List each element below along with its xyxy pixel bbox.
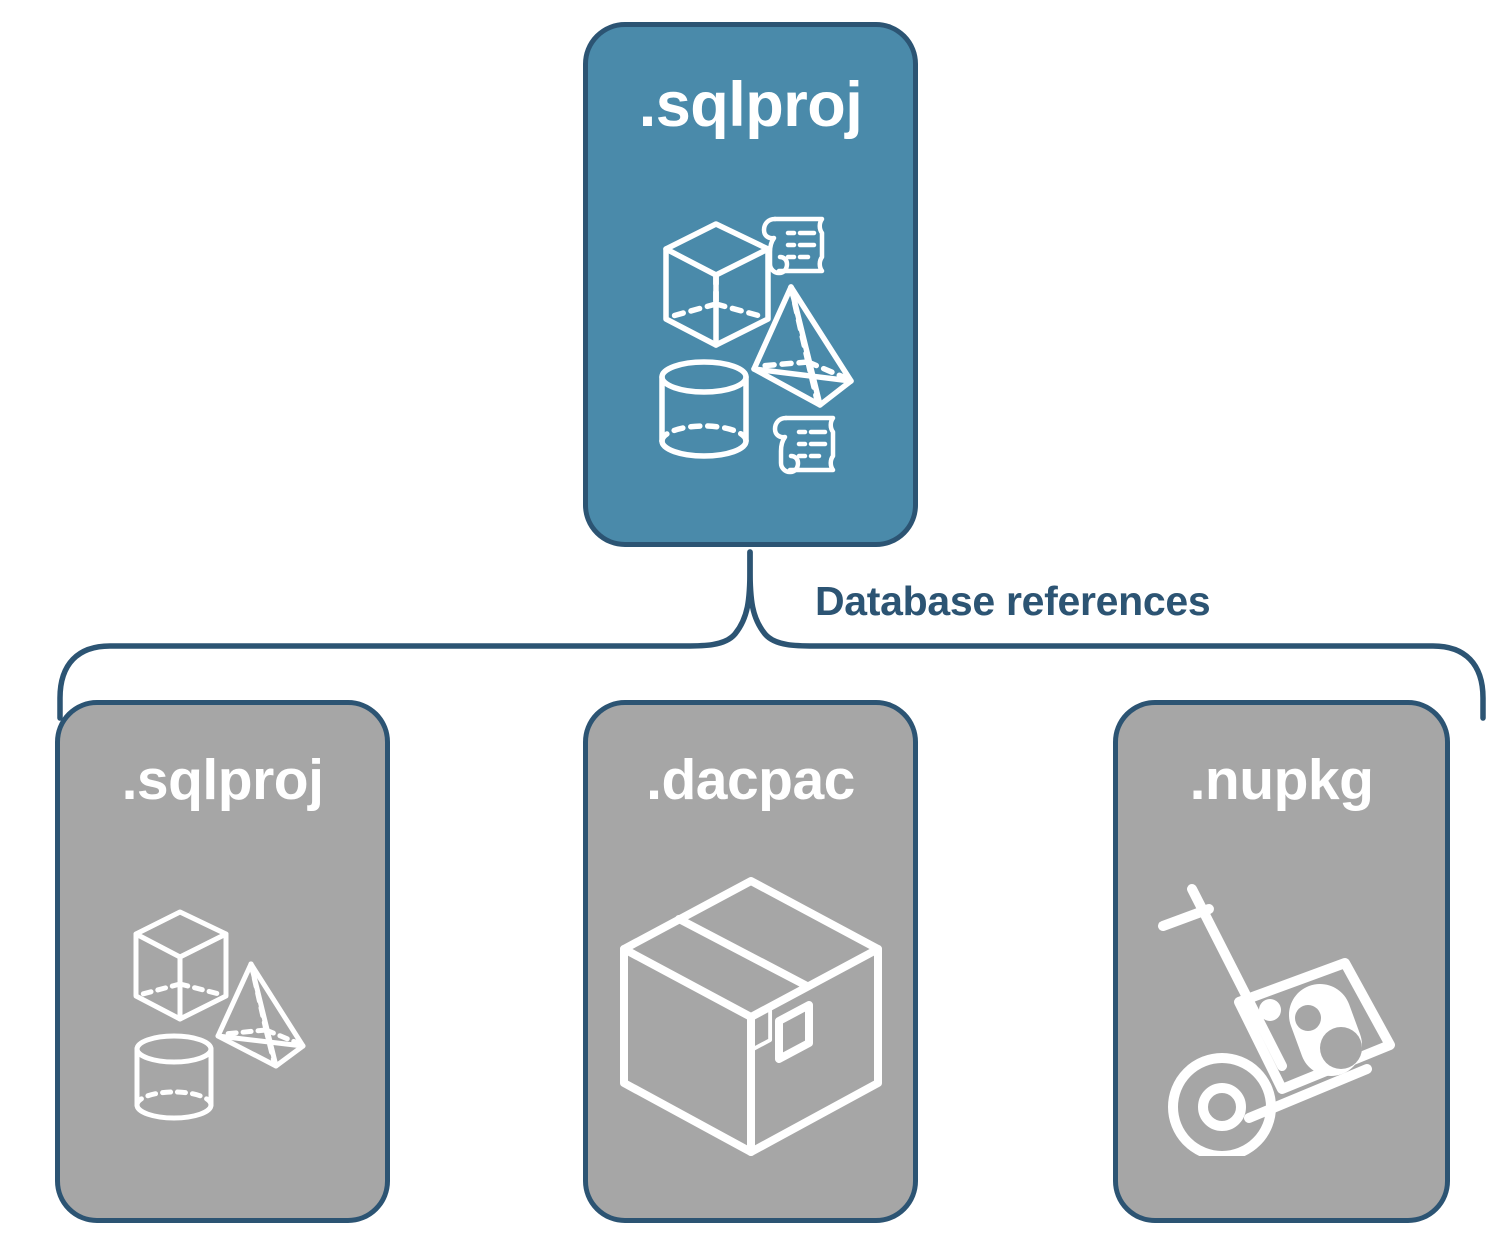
hand-truck-frame [1157, 883, 1287, 1071]
node-ref-nupkg-icon-group [1147, 813, 1417, 1218]
hand-truck-nuget-package-icon [1157, 883, 1395, 1156]
brace-label-database-references: Database references [815, 578, 1211, 624]
brace-left-half [57, 549, 753, 721]
node-ref-sqlproj[interactable]: .sqlproj [55, 700, 390, 1223]
pyramid-wireframe-icon [750, 283, 854, 408]
cylinder-wireframe-icon [658, 358, 749, 459]
node-ref-sqlproj-label: .sqlproj [121, 748, 324, 812]
database-objects-icon-set [133, 909, 305, 1120]
nuget-logo-holes [1294, 1004, 1362, 1069]
package-label-diamond [774, 1000, 813, 1063]
brace-right-half [747, 549, 1486, 721]
node-root-icon-group [636, 155, 866, 542]
node-root-sqlproj[interactable]: .sqlproj [583, 22, 918, 547]
node-ref-dacpac-label: .dacpac [646, 748, 855, 812]
node-ref-nupkg-label: .nupkg [1189, 748, 1374, 812]
node-ref-sqlproj-icon-group [118, 813, 328, 1218]
hand-truck-wheel [1167, 1052, 1276, 1156]
pyramid-wireframe-icon [215, 961, 305, 1068]
cube-wireframe-icon [662, 220, 771, 348]
database-objects-icon-set [658, 216, 854, 474]
node-ref-dacpac-icon-group [611, 813, 891, 1218]
cube-wireframe-icon [133, 909, 228, 1021]
node-ref-dacpac[interactable]: .dacpac [583, 700, 918, 1223]
node-ref-nupkg[interactable]: .nupkg [1113, 700, 1450, 1223]
node-root-label: .sqlproj [638, 70, 863, 140]
package-box-icon [619, 876, 882, 1156]
cylinder-wireframe-icon [134, 1033, 213, 1120]
nuget-package-crate [1233, 957, 1395, 1094]
scroll-script-icon [761, 216, 824, 275]
scroll-script-icon [772, 415, 835, 474]
